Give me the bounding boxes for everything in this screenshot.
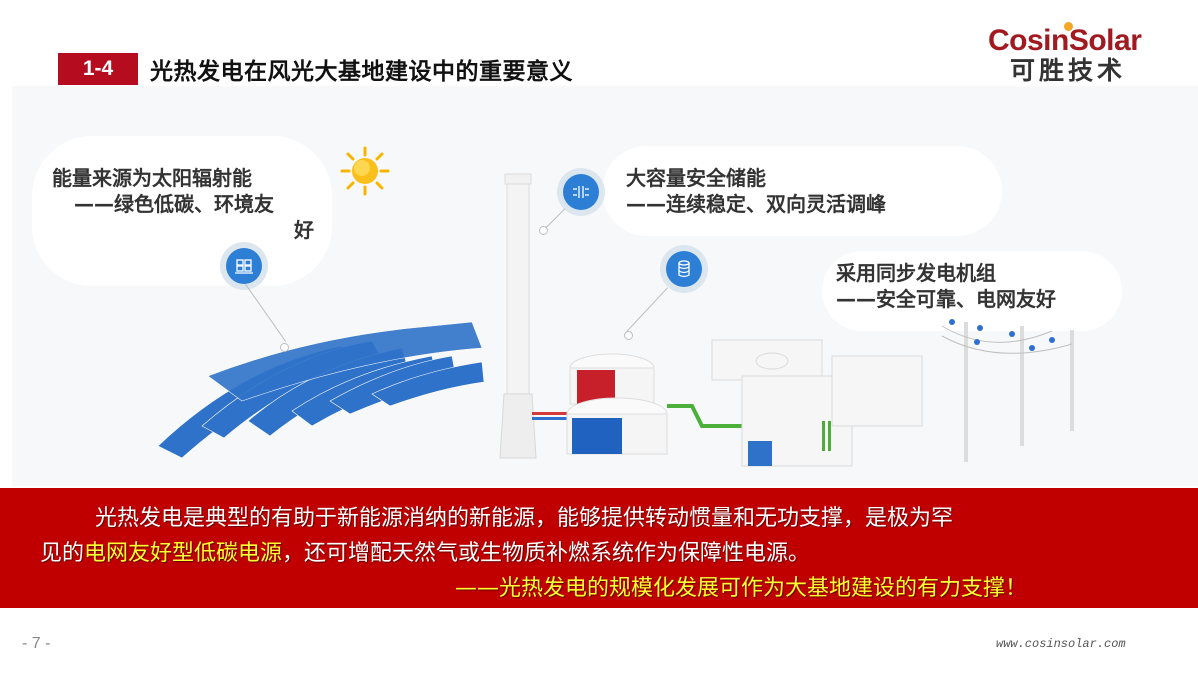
scene-graphics (157, 173, 1074, 467)
leader-anchor (624, 331, 633, 340)
heliostat-field (157, 321, 485, 459)
heat-exchanger-icon (557, 168, 605, 216)
power-block (711, 339, 923, 467)
callout-subtitle: ——连续稳定、双向灵活调峰 (626, 192, 886, 216)
banner-line-2: 见的电网友好型低碳电源，还可增配天然气或生物质补燃系统作为保障性电源。 (40, 535, 810, 567)
logo-sun-dot-icon (1064, 22, 1073, 31)
banner-conclusion: ——光热发电的规模化发展可作为大基地建设的有力支撑！ (455, 576, 1028, 601)
section-number-badge: 1-4 (58, 53, 138, 85)
banner-line-2-suffix: ，还可增配天然气或生物质补燃系统作为保障性电源。 (282, 541, 811, 566)
callout-subtitle: ——安全可靠、电网友好 (836, 287, 1056, 311)
banner-highlight: 电网友好型低碳电源 (84, 541, 283, 566)
banner-line-1: 光热发电是典型的有助于新能源消纳的新能源，能够提供转动惯量和无功支撑，是极为罕 (95, 506, 954, 531)
page-title: 光热发电在风光大基地建设中的重要意义 (150, 59, 573, 85)
callout-title: 能量来源为太阳辐射能 (52, 166, 252, 190)
insulators (949, 319, 1055, 351)
page-number: - 7 - (22, 635, 51, 652)
logo-chinese: 可胜技术 (1010, 56, 1127, 85)
callout-storage: 大容量安全储能 ——连续稳定、双向灵活调峰 (626, 165, 886, 217)
molten-salt-tanks (566, 353, 742, 455)
leader-anchor (539, 226, 548, 235)
transmission-towers (941, 322, 1074, 462)
text-backdrop (822, 251, 1122, 331)
text-backdrop (602, 146, 1002, 236)
callout-subtitle: ——绿色低碳、环境友 (74, 192, 274, 216)
leader-anchor (280, 343, 289, 352)
website-link[interactable]: www.cosinsolar.com (996, 637, 1126, 651)
logo-english: CosinSolar (988, 22, 1168, 57)
company-logo: CosinSolar 可胜技术 (988, 22, 1168, 86)
callout-generator: 采用同步发电机组 ——安全可靠、电网友好 (836, 260, 1056, 312)
banner-line-2-prefix: 见的 (40, 541, 85, 566)
sun-icon (340, 146, 390, 196)
solar-tower (499, 173, 582, 459)
logo-english-text: CosinSolar (988, 24, 1142, 57)
solar-panel-icon (220, 242, 268, 290)
callout-subtitle-wrap: 好 (294, 218, 314, 242)
callout-energy-source: 能量来源为太阳辐射能 ——绿色低碳、环境友 好 (52, 165, 314, 243)
callout-title: 采用同步发电机组 (836, 261, 996, 285)
summary-banner: 光热发电是典型的有助于新能源消纳的新能源，能够提供转动惯量和无功支撑，是极为罕 … (0, 488, 1198, 608)
storage-tank-icon (660, 245, 708, 293)
plant-illustration (12, 86, 1198, 486)
text-backdrop (32, 136, 332, 286)
callout-title: 大容量安全储能 (626, 166, 766, 190)
